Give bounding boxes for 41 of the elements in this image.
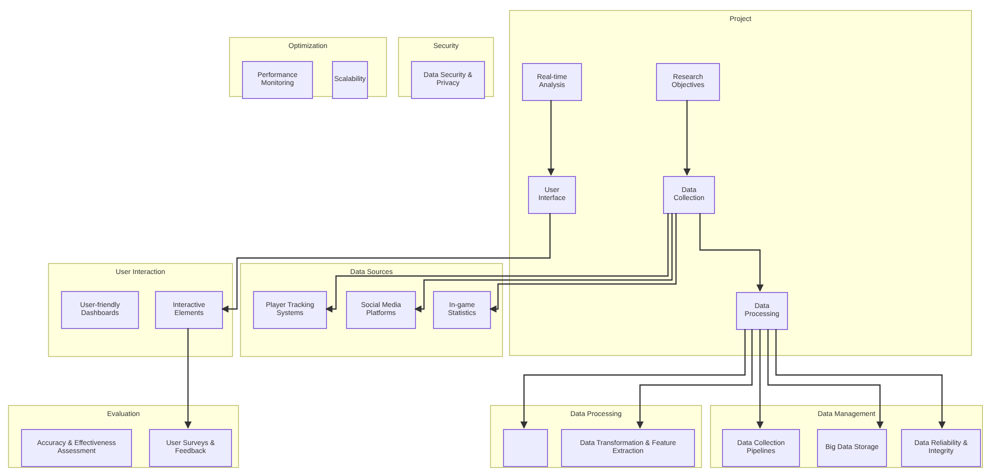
group-container	[398, 37, 494, 97]
process-box	[61, 291, 139, 329]
group-container	[509, 10, 972, 356]
arrow	[756, 329, 764, 429]
group-container	[490, 405, 702, 468]
process-box	[433, 291, 491, 329]
arrow	[683, 100, 691, 176]
process-box	[656, 63, 720, 101]
arrow	[184, 328, 192, 429]
process-box	[346, 291, 416, 329]
process-box	[155, 291, 223, 329]
process-box	[817, 429, 887, 467]
process-box	[21, 429, 132, 467]
arrow	[325, 213, 669, 313]
process-box	[901, 429, 981, 467]
arrow	[520, 329, 746, 429]
process-box	[663, 176, 715, 214]
group-container	[240, 263, 503, 357]
group-container	[710, 405, 983, 468]
arrow	[699, 213, 764, 292]
arrow	[489, 213, 677, 313]
process-box	[253, 291, 327, 329]
group-container	[48, 263, 233, 357]
process-box	[561, 429, 695, 467]
arrow	[547, 100, 555, 176]
arrow	[775, 329, 946, 429]
group-container	[229, 37, 387, 97]
empty-box	[503, 429, 548, 467]
arrow	[767, 329, 884, 429]
process-box	[411, 61, 485, 99]
process-box	[722, 429, 800, 467]
group-container	[8, 405, 239, 468]
process-box	[522, 63, 582, 101]
process-box	[242, 61, 313, 99]
arrow	[414, 213, 673, 313]
process-box	[528, 176, 576, 214]
arrow	[221, 213, 551, 313]
process-box	[149, 429, 232, 467]
process-box	[736, 292, 788, 330]
process-box	[332, 61, 368, 99]
arrow	[636, 329, 753, 429]
